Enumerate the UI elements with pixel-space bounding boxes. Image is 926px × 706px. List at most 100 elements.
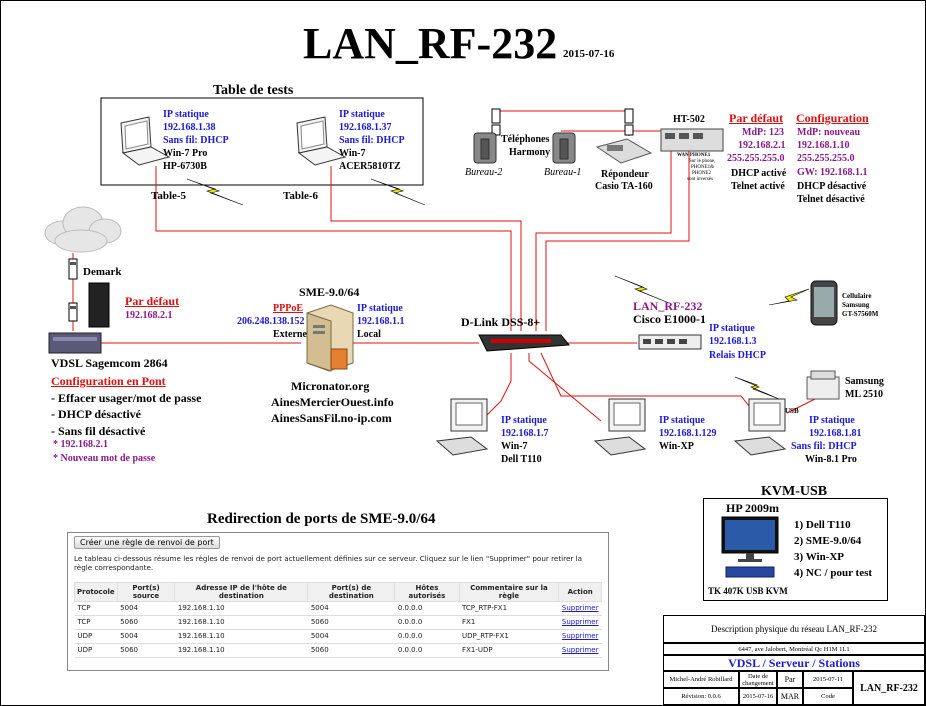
bridge-note1: * 192.168.2.1 <box>53 439 108 450</box>
table-cell: 0.0.0.0 <box>394 629 460 644</box>
table-header-cell: Protocole <box>74 582 118 602</box>
tb-description: Description physique du réseau LAN_RF-23… <box>663 615 925 643</box>
default-heading: Par défaut <box>729 111 784 125</box>
redirect-description: Le tableau ci-dessous résume les règles … <box>74 554 583 572</box>
kvm-switch: TK 407K USB KVM <box>708 586 788 596</box>
ht502-name: HT-502 <box>673 114 705 125</box>
table-cell: 5004 <box>117 629 175 644</box>
pc1-model: HP-6730B <box>163 161 207 172</box>
pc1-os: Win-7 Pro <box>163 148 208 159</box>
kvm-box: HP 2009m 1) Dell T110 2) SME-9.0/64 3) W… <box>703 498 888 601</box>
pc1-ip-label: IP statique <box>163 109 209 120</box>
kvm-opt3: 3) Win-XP <box>794 551 845 563</box>
router-icon <box>638 334 702 350</box>
ht502-note3: PHONE2 <box>692 171 712 176</box>
tb-subtitle: VDSL / Serveur / Stations <box>663 655 925 671</box>
page-title: LAN_RF-232 <box>303 19 558 68</box>
table-cell: 5004 <box>307 629 395 644</box>
test-table-heading: Table de tests <box>213 83 294 98</box>
ht502-ports: WAN PHONE1 <box>677 153 711 158</box>
bridge-item3: - Sans fil désactivé <box>51 424 146 438</box>
pc2-model: ACER5810TZ <box>339 161 401 172</box>
printer-line2: ML 2510 <box>845 389 884 400</box>
config-ip: 192.168.1.10 <box>797 140 850 151</box>
cell-line3: GT-S7560M <box>842 310 879 318</box>
config-telnet: Telnet désactivé <box>797 194 865 205</box>
kvm-opt2: 2) SME-9.0/64 <box>794 535 862 547</box>
delete-rule-link[interactable]: Supprimer <box>561 604 599 612</box>
table-cell: 5060 <box>307 643 395 658</box>
st3-usb: USB <box>785 407 799 415</box>
bridge-item1: - Effacer usager/mot de passe <box>51 391 202 405</box>
delete-rule-link[interactable]: Supprimer <box>561 618 599 626</box>
bridge-note2: * Nouveau mot de passe <box>53 453 156 464</box>
table-cell: 0.0.0.0 <box>394 643 460 658</box>
bridge-item2: - DHCP désactivé <box>51 407 141 421</box>
answering-machine-icon <box>595 138 653 164</box>
tb-code-label: Code <box>803 688 853 705</box>
laptop-icon <box>296 116 347 166</box>
table-cell: Supprimer <box>558 629 602 644</box>
pc2-label: Table-6 <box>283 190 319 202</box>
router-name2: Cisco E1000-1 <box>633 312 706 326</box>
router-name1: LAN_RF-232 <box>633 299 703 313</box>
table-cell: Supprimer <box>558 615 602 630</box>
table-cell: 5004 <box>117 601 175 616</box>
config-mask: 255.255.255.0 <box>797 153 855 164</box>
phone-icon <box>552 132 576 164</box>
config-heading: Configuration <box>796 111 869 125</box>
tb-change-label: Date de changement <box>739 671 777 688</box>
modem-default-heading: Par défaut <box>125 294 180 308</box>
test-table-box <box>100 97 424 186</box>
config-gw: GW: 192.168.1.1 <box>797 167 868 178</box>
st2-ip: 192.168.1.129 <box>659 428 717 439</box>
demark-label: Demark <box>83 266 122 278</box>
answering-line1: Répondeur <box>601 169 649 180</box>
vdsl-modem-icon <box>48 282 110 354</box>
cell-line1: Cellulaire <box>842 292 872 300</box>
table-cell: Supprimer <box>558 601 602 616</box>
table-cell: Supprimer <box>558 643 602 658</box>
ht502-note2: PHONE1& <box>691 165 715 170</box>
table-cell: 5004 <box>307 601 395 616</box>
printer-icon <box>806 370 840 400</box>
st1-model: Dell T110 <box>501 454 542 465</box>
demark-jacks <box>68 258 78 322</box>
table-header-cell: Commentaire sur la règle <box>458 582 560 602</box>
phone-bureau2: Bureau-2 <box>465 167 503 178</box>
kvm-monitor-icon <box>721 516 779 578</box>
create-rule-button[interactable]: Créer une règle de renvoi de port <box>74 536 220 549</box>
tb-author: Michel-André Robillard <box>663 671 739 688</box>
router-relay: Relais DHCP <box>709 350 766 361</box>
modem-name: VDSL Sagemcom 2864 <box>51 356 168 370</box>
table-header-cell: Action <box>558 582 602 602</box>
tb-mar: MAR <box>777 688 803 705</box>
tb-date1: 2015-07-11 <box>803 671 853 688</box>
table-header-cell: Adresse IP de l'hôte de destination <box>174 582 309 602</box>
default-mask: 255.255.255.0 <box>727 153 785 164</box>
tb-revision: Révision: 0.0.6 <box>663 688 739 705</box>
pc2-os: Win-7 <box>339 148 366 159</box>
kvm-opt1: 1) Dell T110 <box>794 519 851 531</box>
delete-rule-link[interactable]: Supprimer <box>561 632 599 640</box>
table-cell: TCP <box>74 615 118 630</box>
kvm-heading: KVM-USB <box>761 484 828 499</box>
pc1-wifi: Sans fil: DHCP <box>163 135 229 146</box>
table-cell: 192.168.1.10 <box>174 643 308 658</box>
table-cell: 0.0.0.0 <box>394 601 460 616</box>
delete-rule-link[interactable]: Supprimer <box>561 646 599 654</box>
tb-par: Par <box>777 671 803 688</box>
st2-os: Win-XP <box>659 441 694 452</box>
title-block: Description physique du réseau LAN_RF-23… <box>663 615 925 705</box>
port-forwarding-panel: Créer une règle de renvoi de port Le tab… <box>67 532 609 671</box>
config-mdp: MdP: nouveau <box>797 127 861 138</box>
kvm-opt4: 4) NC / pour test <box>794 567 873 579</box>
pc1-ip: 192.168.1.38 <box>163 122 216 133</box>
desktop-icon <box>733 398 787 456</box>
table-cell: FX1-UDP <box>459 643 559 658</box>
printer-line1: Samsung <box>845 376 884 387</box>
